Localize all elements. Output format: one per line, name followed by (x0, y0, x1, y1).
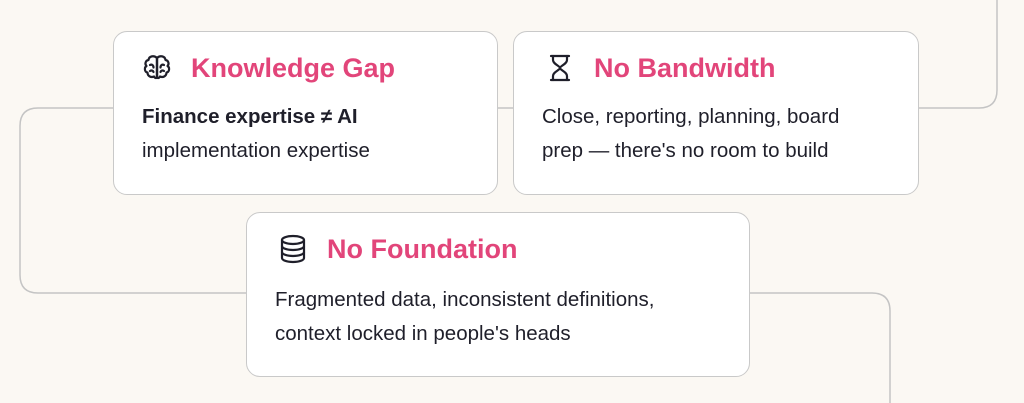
no-bandwidth-description: Close, reporting, planning, board prep —… (542, 100, 839, 168)
no-bandwidth-title: No Bandwidth (594, 52, 776, 83)
knowledge-gap-header: Knowledge Gap (141, 52, 395, 84)
no-bandwidth-card: No Bandwidth Close, reporting, planning,… (513, 31, 919, 195)
knowledge-gap-card: Knowledge Gap Finance expertise ≠ AI imp… (113, 31, 498, 195)
connector-left-loop (19, 107, 246, 294)
no-bandwidth-line-2: prep — there's no room to build (542, 139, 829, 162)
no-bandwidth-line-1: Close, reporting, planning, board (542, 105, 840, 128)
knowledge-gap-line-2: implementation expertise (142, 139, 370, 162)
connector-top-right (900, 0, 998, 109)
no-foundation-line-2: context locked in people's heads (275, 322, 571, 345)
no-foundation-line-1: Fragmented data, inconsistent definition… (275, 288, 655, 311)
knowledge-gap-line-1: Finance expertise ≠ AI (142, 105, 358, 128)
no-bandwidth-header: No Bandwidth (544, 52, 775, 84)
no-foundation-card: No Foundation Fragmented data, inconsist… (246, 212, 750, 377)
no-foundation-title: No Foundation (327, 233, 518, 264)
knowledge-gap-title: Knowledge Gap (191, 52, 396, 83)
database-icon (277, 233, 309, 265)
no-foundation-header: No Foundation (277, 233, 517, 265)
hourglass-icon (544, 52, 576, 84)
knowledge-gap-description: Finance expertise ≠ AI implementation ex… (142, 100, 370, 168)
no-foundation-description: Fragmented data, inconsistent definition… (275, 283, 654, 351)
brain-icon (141, 52, 173, 84)
connector-bottom-right (750, 292, 891, 403)
